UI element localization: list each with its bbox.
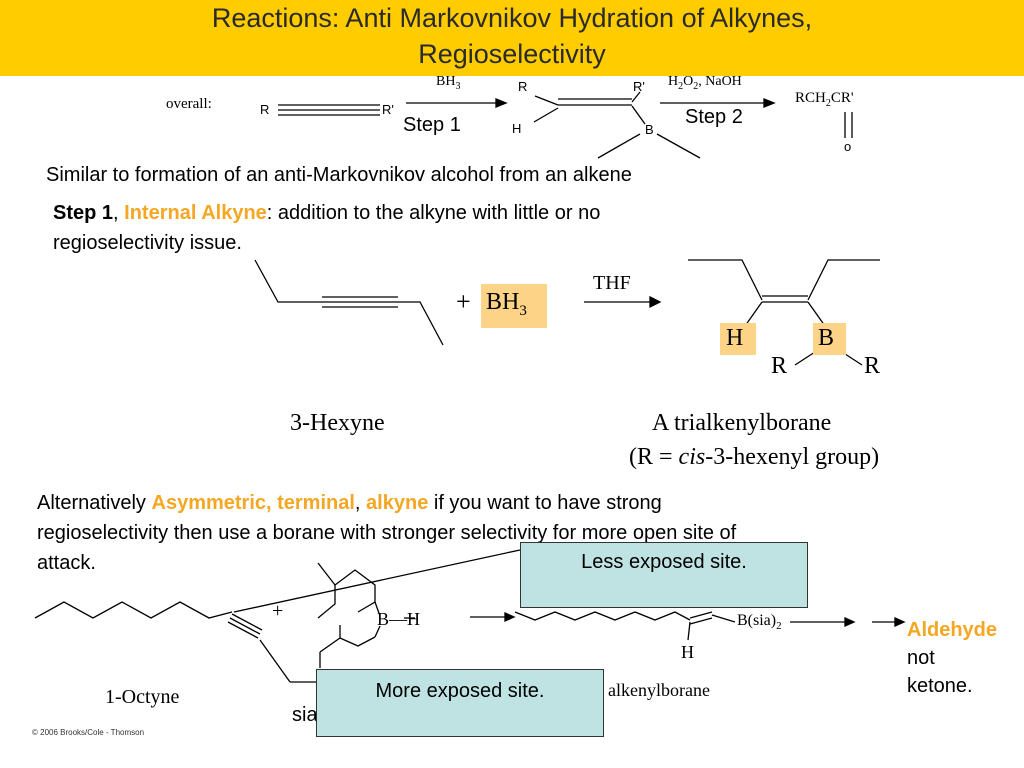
bh3-reagent: BH3 xyxy=(486,289,527,319)
borane-r-left: R xyxy=(771,353,788,379)
borane-b: B xyxy=(818,325,835,351)
overall-label: overall: xyxy=(166,96,212,112)
intermediate-r: R xyxy=(518,79,528,94)
less-exposed-callout: Less exposed site. xyxy=(520,542,808,608)
more-exposed-callout: More exposed site. xyxy=(316,669,604,737)
step-1-paragraph: Step 1, Internal Alkyne: addition to the… xyxy=(53,202,601,254)
aldehyde-not-ketone: Aldehyde not ketone. xyxy=(907,619,998,697)
disiamylborane-bh: B—H xyxy=(377,609,421,629)
thf-label: THF xyxy=(593,272,631,294)
title-banner xyxy=(0,0,1024,76)
hexyne-name: 3-Hexyne xyxy=(290,410,385,436)
slide-title: Reactions: Anti Markovnikov Hydration of… xyxy=(0,0,1024,72)
product-oxygen: o xyxy=(844,139,852,154)
alternative-paragraph: Alternatively Asymmetric, terminal, alky… xyxy=(37,492,737,574)
intermediate-b: B xyxy=(645,122,654,137)
title-line-1: Reactions: Anti Markovnikov Hydration of… xyxy=(211,3,813,33)
borane-r-right: R xyxy=(864,353,881,379)
reagent-bh3: BH3 xyxy=(436,74,461,92)
alkyne-r-prime: R' xyxy=(382,102,394,117)
alkenylborane-bsia2: B(sia)2 xyxy=(737,612,782,633)
step-2-label: Step 2 xyxy=(685,106,743,128)
product-ketone: RCH2CR' xyxy=(795,90,854,109)
copyright-notice: © 2006 Brooks/Cole - Thomson xyxy=(32,728,145,737)
reagent-h2o2-naoh: H2O2, NaOH xyxy=(668,74,742,92)
trialkenylborane-name: A trialkenylborane xyxy=(652,410,832,436)
octyne-name: 1-Octyne xyxy=(105,686,180,708)
alkenylborane-h: H xyxy=(681,642,694,662)
trialkenylborane-note: (R = cis-3-hexenyl group) xyxy=(629,444,880,470)
alkenylborane-name: alkenylborane xyxy=(608,680,710,700)
alkyne-r: R xyxy=(260,102,270,117)
sia-label: sia xyxy=(292,704,318,726)
intermediate-h: H xyxy=(512,121,522,136)
plus-sign: + xyxy=(456,287,471,316)
octyne-plus-sign: + xyxy=(272,600,284,622)
step-1-label: Step 1 xyxy=(403,114,461,136)
similar-text: Similar to formation of an anti-Markovni… xyxy=(46,164,632,186)
title-line-2: Regioselectivity xyxy=(418,39,606,69)
intermediate-r-prime: R' xyxy=(633,79,645,94)
borane-h: H xyxy=(726,325,744,351)
